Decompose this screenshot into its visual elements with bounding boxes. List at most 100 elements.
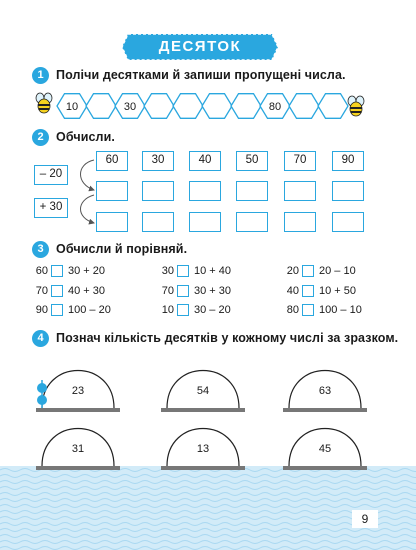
answer-cell-minus[interactable] [189, 181, 221, 201]
task-4-number: 4 [32, 330, 49, 347]
wave-background [0, 466, 416, 550]
abacus-base [161, 466, 245, 470]
abacus-arch [41, 427, 115, 467]
compare-box[interactable] [51, 304, 63, 316]
compare-expr: 40 + 30 [68, 285, 106, 297]
honeycomb-cell[interactable] [201, 93, 233, 119]
wave-line [0, 492, 416, 496]
answer-cell-minus[interactable] [236, 181, 268, 201]
wave-line [0, 522, 416, 526]
honeycomb-cell[interactable] [288, 93, 320, 119]
hex-value: 10 [65, 101, 79, 113]
wave-line [0, 504, 416, 508]
compare-row: 30 10 + 40 [156, 264, 231, 278]
compare-left: 60 [35, 265, 48, 277]
honeycomb-cell [114, 93, 146, 119]
honeycomb-cell[interactable] [85, 93, 117, 119]
answer-cell-plus[interactable] [142, 212, 174, 232]
bead [37, 395, 47, 405]
answer-cell-plus[interactable] [96, 212, 128, 232]
wave-line [0, 486, 416, 490]
task2-top-cell: 50 [236, 151, 268, 171]
task2-top-cell: 90 [332, 151, 364, 171]
answer-cell-minus[interactable] [142, 181, 174, 201]
hex-value: 30 [123, 101, 137, 113]
compare-row: 40 10 + 50 [281, 284, 356, 298]
answer-cell-plus[interactable] [332, 212, 364, 232]
honeycomb-cell[interactable] [172, 93, 204, 119]
compare-box[interactable] [177, 265, 189, 277]
answer-cell-minus[interactable] [284, 181, 316, 201]
wave-line [0, 480, 416, 484]
example-beads [37, 380, 47, 408]
compare-left: 70 [161, 285, 174, 297]
compare-box[interactable] [302, 285, 314, 297]
title-banner: ДЕСЯТОК [120, 32, 280, 62]
page-title: ДЕСЯТОК [158, 38, 242, 55]
honeycomb-cell[interactable] [143, 93, 175, 119]
answer-cell-plus[interactable] [236, 212, 268, 232]
compare-left: 90 [35, 304, 48, 316]
wave-line [0, 498, 416, 502]
compare-expr: 10 + 50 [319, 285, 357, 297]
arch-number: 54 [196, 385, 210, 397]
abacus-arch [166, 369, 240, 409]
bead [37, 383, 47, 393]
abacus-base [36, 408, 120, 412]
honeycomb-cell [259, 93, 291, 119]
compare-box[interactable] [177, 304, 189, 316]
wave-line [0, 540, 416, 544]
answer-cell-plus[interactable] [284, 212, 316, 232]
task-1-text: Полічи десятками й запиши пропущені числ… [56, 68, 346, 82]
bee-left-icon [35, 92, 53, 114]
wave-line [0, 474, 416, 478]
compare-left: 70 [35, 285, 48, 297]
compare-box[interactable] [51, 285, 63, 297]
wave-line [0, 516, 416, 520]
page-number: 9 [352, 510, 378, 528]
abacus-group [36, 369, 367, 470]
abacus-base [283, 408, 367, 412]
honeycomb-cell[interactable] [317, 93, 349, 119]
compare-box[interactable] [302, 265, 314, 277]
compare-row: 70 40 + 30 [30, 284, 105, 298]
arch-number: 63 [318, 385, 332, 397]
task-3-number: 3 [32, 241, 49, 258]
answer-cell-minus[interactable] [96, 181, 128, 201]
abacus-arch [166, 427, 240, 467]
compare-box[interactable] [177, 285, 189, 297]
compare-left: 40 [286, 285, 299, 297]
compare-expr: 10 + 40 [194, 265, 232, 277]
arch-number: 13 [196, 443, 210, 455]
compare-expr: 100 – 20 [68, 304, 111, 316]
honeycomb-cell [56, 93, 88, 119]
arch-number: 23 [71, 385, 85, 397]
wave-line [0, 534, 416, 538]
honeycomb-row [35, 92, 365, 119]
operation-minus-20: – 20 [34, 165, 68, 185]
abacus-arch [288, 369, 362, 409]
compare-expr: 30 + 30 [194, 285, 232, 297]
task-2-number: 2 [32, 129, 49, 146]
abacus-base [36, 466, 120, 470]
wave-line [0, 510, 416, 514]
compare-box[interactable] [302, 304, 314, 316]
wave-line [0, 528, 416, 532]
compare-row: 90 100 – 20 [30, 303, 111, 317]
compare-expr: 30 – 20 [194, 304, 231, 316]
compare-left: 30 [161, 265, 174, 277]
answer-cell-minus[interactable] [332, 181, 364, 201]
abacus-arches [36, 369, 367, 470]
answer-cell-plus[interactable] [189, 212, 221, 232]
compare-box[interactable] [51, 265, 63, 277]
wave-line [0, 546, 416, 550]
task2-top-cell: 70 [284, 151, 316, 171]
task2-top-cell: 30 [142, 151, 174, 171]
honeycomb-cell[interactable] [230, 93, 262, 119]
task2-top-cell: 40 [189, 151, 221, 171]
task-2-text: Обчисли. [56, 130, 115, 144]
